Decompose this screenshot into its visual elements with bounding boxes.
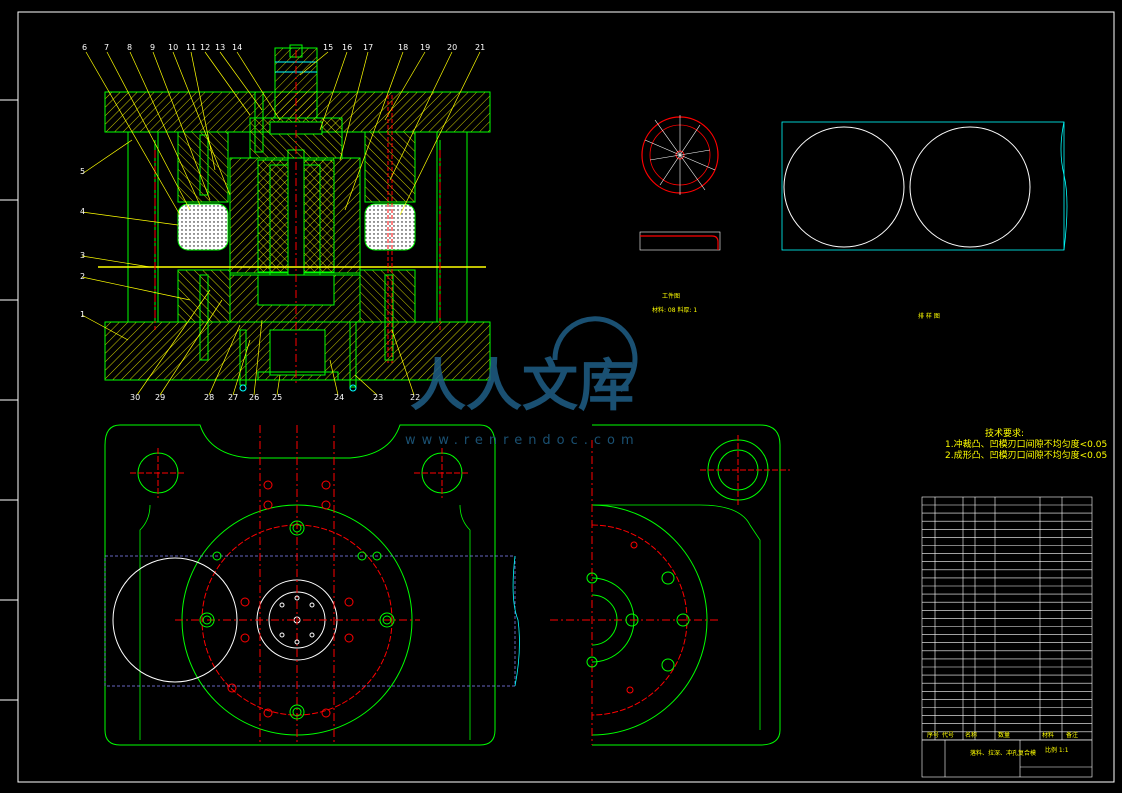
watermark-url: www.renrendoc.com: [405, 433, 640, 448]
part-label: 26: [249, 393, 259, 402]
part-label: 10: [168, 43, 178, 52]
watermark-logo-text: 人人文库: [410, 354, 634, 419]
workpiece-spec: 材料: 08 料厚: 1: [652, 306, 697, 314]
workpiece-title: 工件图: [662, 292, 680, 300]
leader-lines: [81, 51, 481, 396]
part-label: 23: [373, 393, 383, 402]
part-label: 19: [420, 43, 430, 52]
part-label: 9: [150, 43, 155, 52]
part-label: 28: [204, 393, 214, 402]
tech-req-title: 技术要求:: [985, 427, 1024, 439]
part-label: 13: [215, 43, 225, 52]
part-label: 22: [410, 393, 420, 402]
bom-header-material: 材料: [1042, 731, 1054, 739]
bill-of-materials-table: [921, 496, 1093, 778]
part-label: 16: [342, 43, 352, 52]
bom-header-no: 序号: [927, 731, 939, 739]
part-label: 7: [104, 43, 109, 52]
part-label: 1: [80, 310, 85, 319]
tech-req-line-1: 1.冲裁凸、凹模刃口间隙不均匀度<0.05: [945, 438, 1107, 450]
part-label: 25: [272, 393, 282, 402]
part-label: 15: [323, 43, 333, 52]
technical-requirements: 技术要求: 1.冲裁凸、凹模刃口间隙不均匀度<0.05 2.成形凸、凹模刃口间隙…: [945, 427, 1107, 461]
part-label: 5: [80, 167, 85, 176]
bom-header-code: 代号: [942, 731, 954, 739]
part-label: 24: [334, 393, 344, 402]
part-label: 30: [130, 393, 140, 402]
part-label: 21: [475, 43, 485, 52]
main-section-view: [98, 44, 491, 392]
part-label: 3: [80, 251, 85, 260]
bom-header-qty: 数量: [998, 731, 1010, 739]
part-number-labels: 6 7 8 9 10 11 12 13 14 15 16 17 18 19 20…: [80, 43, 485, 402]
knockout-cavity: [269, 329, 326, 376]
part-label: 29: [155, 393, 165, 402]
part-label: 8: [127, 43, 132, 52]
part-label: 17: [363, 43, 373, 52]
part-label: 6: [82, 43, 87, 52]
strip-layout-view: 排 样 图: [781, 121, 1068, 320]
bom-header-remark: 备注: [1066, 731, 1078, 739]
title-block-name: 落料、拉深、冲孔复合模: [970, 749, 1036, 757]
part-label: 12: [200, 43, 210, 52]
part-label: 27: [228, 393, 238, 402]
part-label: 2: [80, 272, 85, 281]
tech-req-line-2: 2.成形凸、凹模刃口间隙不均匀度<0.05: [945, 449, 1107, 461]
part-label: 4: [80, 207, 85, 216]
part-label: 11: [186, 43, 196, 52]
plan-view-upper-die: [550, 424, 790, 746]
part-label: 18: [398, 43, 408, 52]
plan-view-lower-die: [104, 424, 520, 746]
watermark: 人人文库 www.renrendoc.com: [405, 316, 640, 448]
workpiece-view: 工件图 材料: 08 料厚: 1: [639, 115, 721, 314]
part-label: 20: [447, 43, 457, 52]
part-label: 14: [232, 43, 242, 52]
title-block-scale: 比例 1:1: [1045, 746, 1069, 754]
bom-header-name: 名称: [965, 731, 977, 739]
layout-title: 排 样 图: [918, 312, 940, 320]
drawing-frame: [0, 11, 1115, 783]
